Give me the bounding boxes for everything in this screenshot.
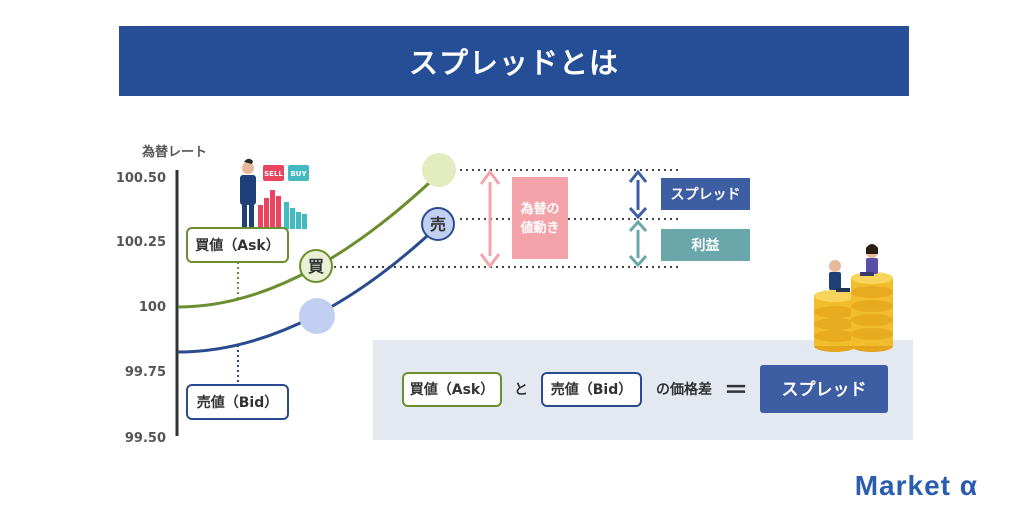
axis-label: 為替レート — [142, 144, 207, 160]
formula-diff: の価格差 — [656, 381, 712, 398]
bid-box — [186, 384, 289, 420]
sell-sign: SELL — [264, 170, 283, 178]
bid-label: 売値（Bid） — [197, 394, 279, 411]
bar-chart-icon — [258, 190, 307, 229]
profit-arrow-head-up — [628, 219, 648, 232]
profit-box — [661, 229, 750, 261]
buy-marker — [299, 249, 333, 283]
formula-bid: 売値（Bid） — [551, 381, 633, 398]
page-title: スプレッドとは — [119, 26, 909, 96]
movement-label-1: 為替の — [520, 201, 559, 217]
ask-box — [186, 227, 289, 263]
tick-label: 100 — [139, 300, 166, 315]
movement-box — [512, 177, 568, 259]
brand-logo: Market α — [854, 470, 978, 501]
spread-box — [661, 178, 750, 210]
trader-illustration — [239, 158, 257, 235]
movement-label-2: 値動き — [519, 220, 559, 236]
tick-label: 99.75 — [125, 365, 166, 380]
coin-stacks-illustration — [814, 244, 893, 352]
tick-label: 100.50 — [116, 171, 166, 186]
formula-result: スプレッド — [782, 379, 867, 400]
buy-sign: BUY — [290, 170, 307, 178]
future-ask-marker — [422, 153, 456, 187]
formula-bid-box — [541, 372, 642, 407]
spread-arrow-head-up — [628, 169, 648, 183]
formula-equals: ＝ — [724, 376, 748, 404]
tick-label: 99.50 — [125, 431, 166, 446]
sell-marker — [421, 207, 455, 241]
formula-ask: 買値（Ask） — [410, 381, 494, 398]
profit-arrow-head-down — [628, 255, 648, 268]
spread-arrow-head-down — [628, 207, 648, 220]
formula-ask-box — [402, 372, 502, 407]
profit-label: 利益 — [692, 237, 720, 254]
movement-arrow-head-up — [479, 169, 501, 185]
tick-label: 100.25 — [116, 235, 166, 250]
spread-label: スプレッド — [671, 187, 741, 203]
ask-label: 買値（Ask） — [195, 237, 279, 254]
movement-arrow-head-down — [479, 253, 501, 269]
formula-result-box — [760, 365, 888, 413]
buy-marker-label: 買 — [308, 257, 324, 276]
sell-buy-signs: SELL BUY — [263, 165, 309, 181]
formula-and: と — [514, 382, 528, 398]
bid-marker — [299, 298, 335, 334]
sell-marker-label: 売 — [430, 215, 446, 234]
